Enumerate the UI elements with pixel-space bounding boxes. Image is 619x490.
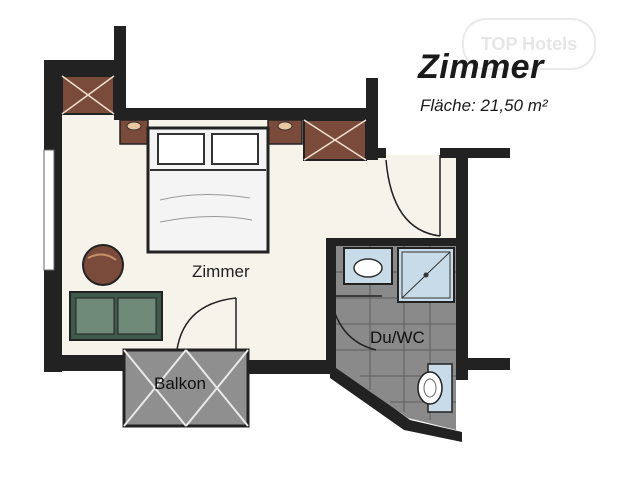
balcony-icon (122, 348, 250, 428)
entrance-door-icon (385, 155, 441, 237)
watermark-logo: TOP Hotels (462, 18, 596, 70)
wardrobe-icon (61, 75, 367, 161)
toilet-icon (417, 363, 453, 413)
sofa-icon (69, 291, 163, 341)
plan-area: Fläche: 21,50 m² (420, 96, 548, 115)
sink-icon (343, 247, 393, 285)
nightstand-icon (119, 119, 303, 145)
shower-icon (397, 247, 455, 303)
bath-door-icon (329, 291, 382, 351)
door-swing-icon (175, 297, 237, 359)
table-icon (82, 244, 124, 286)
plan-title: Zimmer (418, 48, 544, 86)
label-balcony: Balkon (154, 374, 206, 393)
window-left (43, 149, 55, 271)
label-bath: Du/WC (370, 328, 425, 347)
bed-icon (146, 126, 270, 254)
label-room: Zimmer (192, 262, 250, 281)
walls (44, 26, 510, 442)
